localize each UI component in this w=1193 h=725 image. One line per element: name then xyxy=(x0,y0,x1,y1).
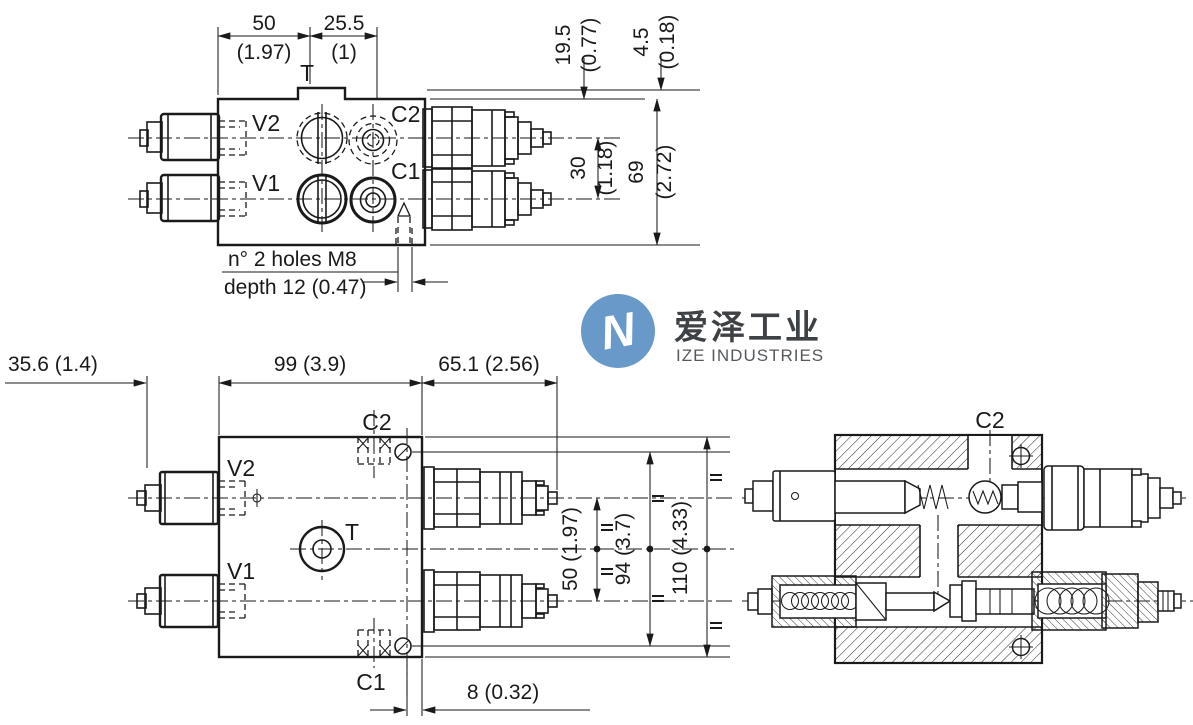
top-view-dimensions: 50 (1.97) 25.5 (1) 19.5 (0.77) 4.5 (0.18… xyxy=(217,12,700,299)
front-v2-thread-hidden xyxy=(219,480,246,516)
dim-19-5-label: 19.5 xyxy=(552,25,575,66)
front-label-v2: V2 xyxy=(227,455,255,481)
section-cartridge-lower xyxy=(747,571,1182,631)
front-label-t: T xyxy=(345,519,359,545)
top-view-label-c2: C2 xyxy=(391,101,420,127)
cartridge-valve-bottom-row xyxy=(422,167,552,231)
dim-30-label: 30 xyxy=(567,156,590,179)
dim-4-5-inch-label: (0.18) xyxy=(656,15,679,70)
dim-69-label: 69 xyxy=(625,160,648,183)
corner-screw-top xyxy=(394,443,412,461)
cartridge-valve-top-row xyxy=(422,106,552,170)
logo-mark-circle xyxy=(581,294,655,368)
dim-65-1-label: 65.1 (2.56) xyxy=(438,353,540,376)
dim-99-label: 99 (3.9) xyxy=(274,353,346,376)
dim-19-5-inch-label: (0.77) xyxy=(578,18,601,73)
front-cartridge-bottom xyxy=(423,569,558,633)
t-port-front xyxy=(298,525,346,573)
equal-spacing-marks xyxy=(601,474,722,629)
v2-thread-hidden xyxy=(219,120,247,156)
plug-fitting-v2 xyxy=(139,112,221,162)
note-depth-label: depth 12 (0.47) xyxy=(224,276,366,299)
corner-screw-bottom xyxy=(394,637,412,655)
dim-50-label: 50 xyxy=(252,12,275,35)
section-cartridge-upper xyxy=(1043,465,1182,531)
dim-69-inch-label: (2.72) xyxy=(653,145,676,200)
c1-hidden-passage-arrow xyxy=(395,201,413,245)
front-v1-thread-hidden xyxy=(219,583,246,619)
v2-bore-circles xyxy=(296,112,348,164)
c2-bore-circles xyxy=(348,115,398,165)
section-label-c2: C2 xyxy=(975,407,1004,433)
top-view-label-v2: V2 xyxy=(252,110,280,136)
top-view-label-v1: V1 xyxy=(252,170,280,196)
dim-35-6-label: 35.6 (1.4) xyxy=(8,353,98,376)
front-label-c2: C2 xyxy=(362,409,391,435)
valve-block-outline-top xyxy=(216,86,427,247)
logo: N 爱泽工业 IZE INDUSTRIES xyxy=(581,294,824,368)
front-fitting-v1 xyxy=(136,573,220,629)
top-view-label-c1: C1 xyxy=(391,158,420,184)
front-bottom-dimension: 8 (0.32) xyxy=(370,659,590,716)
section-left-plug xyxy=(744,470,1043,522)
front-view: V2 V1 T C2 C1 35.6 (1.4) 99 (3.9) 65.1 (… xyxy=(5,353,735,716)
c2-boss-hidden xyxy=(357,437,391,465)
front-label-c1: C1 xyxy=(356,669,385,695)
front-width-dimensions: 35.6 (1.4) 99 (3.9) 65.1 (2.56) xyxy=(5,353,558,490)
valve-block-outline-front xyxy=(217,435,424,659)
dim-4-5-label: 4.5 xyxy=(630,27,653,56)
section-screw-holes xyxy=(1009,444,1033,659)
top-view-label-t: T xyxy=(300,60,314,86)
front-cartridge-top xyxy=(423,466,558,530)
note-holes-label: n° 2 holes M8 xyxy=(228,248,357,271)
dim-50-vert-label: 50 (1.97) xyxy=(559,507,582,591)
dim-50-inch-label: (1.97) xyxy=(237,41,292,64)
dim-94-label: 94 (3.7) xyxy=(612,513,635,585)
top-view: V2 V1 C2 C1 T 50 (1.97) 25.5 (1) 19.5 (0… xyxy=(128,12,700,299)
v1-bore-circles xyxy=(296,173,348,225)
dim-110-label: 110 (4.33) xyxy=(669,501,692,595)
c1-boss-hidden xyxy=(357,629,391,657)
section-view: C2 xyxy=(742,407,1193,665)
dim-25-5-inch-label: (1) xyxy=(331,41,357,64)
dim-8-label: 8 (0.32) xyxy=(467,681,539,704)
logo-name-en: IZE INDUSTRIES xyxy=(676,346,824,365)
plug-fitting-v1 xyxy=(139,173,221,223)
v1-thread-hidden xyxy=(219,181,247,217)
dim-25-5-label: 25.5 xyxy=(324,12,365,35)
v2-center-marker xyxy=(252,489,262,507)
c1-bore-circles xyxy=(349,176,397,224)
front-height-dimensions: 50 (1.97) 94 (3.7) 110 (4.33) xyxy=(412,436,730,658)
logo-name-cn: 爱泽工业 xyxy=(674,309,822,347)
small-spring-zigzag xyxy=(917,484,949,510)
dim-30-inch-label: (1.18) xyxy=(594,141,617,196)
front-label-v1: V1 xyxy=(227,558,255,584)
front-fitting-v2 xyxy=(136,470,220,526)
